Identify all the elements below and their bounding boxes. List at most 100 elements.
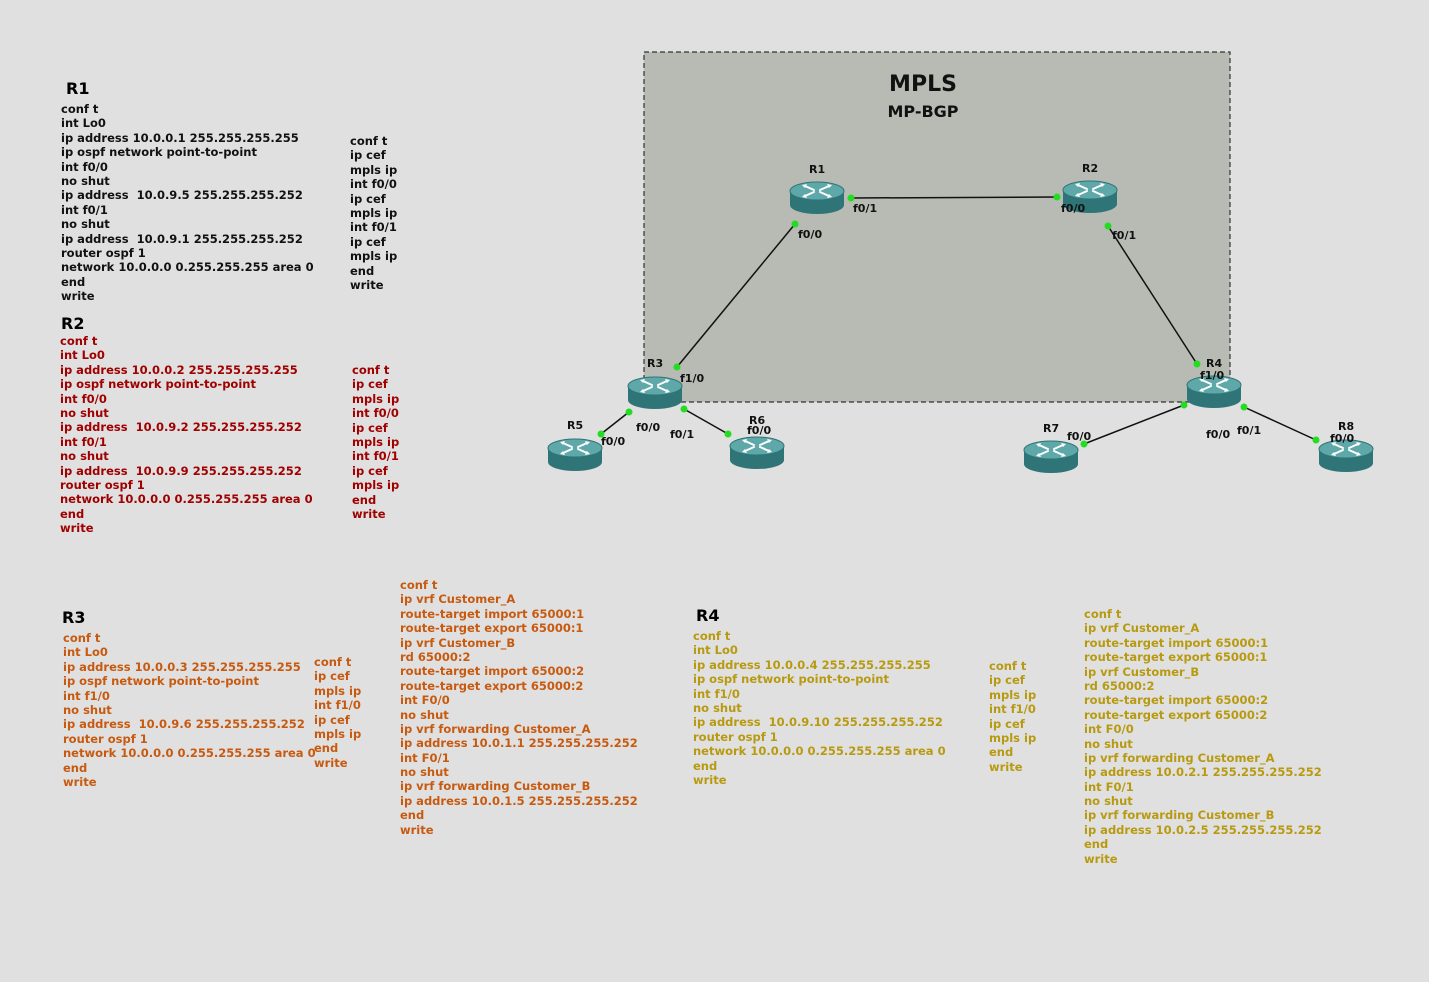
config-line: conf t (61, 102, 99, 116)
port-dots (597, 193, 1320, 448)
config-line: conf t (63, 631, 101, 645)
iface-r6-f00: f0/0 (747, 424, 771, 437)
config-line: rd 65000:2 (1084, 678, 1155, 693)
config-line: int f1/0 (63, 688, 110, 703)
config-line: int F0/0 (1084, 722, 1134, 737)
router-r1[interactable] (789, 181, 845, 215)
config-line: route-target export 65000:1 (400, 621, 584, 636)
router-r3[interactable] (627, 376, 683, 410)
config-line: ip ospf network point-to-point (60, 377, 256, 392)
mpls-area (643, 51, 1231, 403)
config-line: ip address 10.0.2.5 255.255.255.252 (1084, 822, 1322, 837)
config-line: int f1/0 (989, 702, 1036, 717)
iface-r8-f00: f0/0 (1330, 432, 1354, 445)
config-line: conf t (1084, 607, 1122, 621)
config-line: no shut (60, 405, 109, 420)
config-line: ip address 10.0.0.4 255.255.255.255 (693, 657, 931, 672)
config-line: write (314, 755, 348, 770)
config-line: int Lo0 (693, 643, 738, 658)
config-line: ip vrf forwarding Customer_B (400, 779, 591, 794)
router-r6[interactable] (729, 436, 785, 470)
config-line: ip address 10.0.1.1 255.255.255.252 (400, 736, 638, 751)
config-line: router ospf 1 (60, 477, 145, 492)
link-r3-r5 (600, 411, 630, 435)
config-line: no shut (400, 765, 449, 780)
router-label-r8: R8 (1338, 420, 1354, 433)
config-line: route-target export 65000:2 (400, 678, 584, 693)
config-line: mpls ip (989, 687, 1037, 702)
config-line: route-target import 65000:1 (400, 606, 585, 621)
config-line: no shut (1084, 736, 1133, 751)
config-line: conf t (989, 659, 1027, 673)
config-line: mpls ip (989, 730, 1037, 745)
iface-r4-f00: f0/0 (1206, 428, 1230, 441)
config-line: ip cef (989, 673, 1025, 688)
config-line: ip cef (352, 463, 388, 478)
link-r4-r8 (1243, 406, 1317, 441)
iface-r1-f00: f0/0 (798, 228, 822, 241)
config-line: mpls ip (350, 205, 398, 220)
mpls-title: MPLS (889, 72, 957, 97)
link-r4-r7 (1083, 404, 1185, 445)
config-line: int f0/1 (61, 202, 108, 217)
config-line: write (63, 774, 97, 789)
link-r3-r6 (683, 408, 729, 435)
config-title-r1: R1 (66, 79, 90, 98)
config-line: ip cef (314, 712, 350, 727)
config-line: mpls ip (352, 478, 400, 493)
config-line: ip address 10.0.9.9 255.255.255.252 (60, 463, 302, 478)
mpbgp-title: MP-BGP (887, 102, 958, 121)
config-line: network 10.0.0.0 0.255.255.255 area 0 (60, 492, 313, 507)
iface-r2-f00: f0/0 (1061, 202, 1085, 215)
config-line: int f1/0 (314, 698, 361, 713)
config-line: end (350, 263, 375, 278)
config-line: no shut (61, 217, 110, 232)
links (600, 196, 1317, 445)
router-r5[interactable] (547, 438, 603, 472)
config-line: int f0/0 (350, 177, 397, 192)
config-line: ip vrf forwarding Customer_A (400, 721, 591, 736)
config-line: ip cef (989, 716, 1025, 731)
config-line: write (989, 759, 1023, 774)
config-line: ip vrf Customer_A (1084, 621, 1200, 636)
config-line: ip ospf network point-to-point (63, 674, 259, 689)
config-line: ip vrf Customer_B (1084, 664, 1200, 679)
iface-r4-f10: f1/0 (1200, 369, 1224, 382)
config-line: mpls ip (350, 249, 398, 264)
config-line: route-target export 65000:1 (1084, 650, 1268, 665)
config-line: end (60, 506, 85, 521)
config-line: ip vrf forwarding Customer_A (1084, 750, 1275, 765)
config-line: mpls ip (350, 162, 398, 177)
config-line: router ospf 1 (63, 731, 148, 746)
config-line: no shut (63, 702, 112, 717)
config-line: ip address 10.0.9.1 255.255.255.252 (61, 231, 303, 246)
config-line: route-target import 65000:2 (400, 664, 585, 679)
config-line: ip cef (350, 234, 386, 249)
iface-r3-f10: f1/0 (680, 372, 704, 385)
config-line: end (989, 745, 1014, 760)
config-title-r4: R4 (696, 606, 720, 625)
config-line: route-target import 65000:2 (1084, 693, 1269, 708)
config-line: ip address 10.0.0.3 255.255.255.255 (63, 659, 301, 674)
config-line: write (352, 506, 386, 521)
config-line: conf t (60, 334, 98, 348)
config-line: ip cef (350, 148, 386, 163)
router-label-r2: R2 (1082, 162, 1098, 175)
config-line: write (693, 772, 727, 787)
config-line: network 10.0.0.0 0.255.255.255 area 0 (693, 744, 946, 759)
config-line: ip cef (314, 669, 350, 684)
config-line: ip vrf Customer_B (400, 635, 516, 650)
iface-r3-f01: f0/1 (670, 428, 694, 441)
router-r7[interactable] (1023, 440, 1079, 474)
config-line: ip address 10.0.9.10 255.255.255.252 (693, 715, 943, 730)
router-label-r3: R3 (647, 357, 663, 370)
config-line: ip address 10.0.9.2 255.255.255.252 (60, 420, 302, 435)
link-r1-r3 (676, 223, 796, 368)
